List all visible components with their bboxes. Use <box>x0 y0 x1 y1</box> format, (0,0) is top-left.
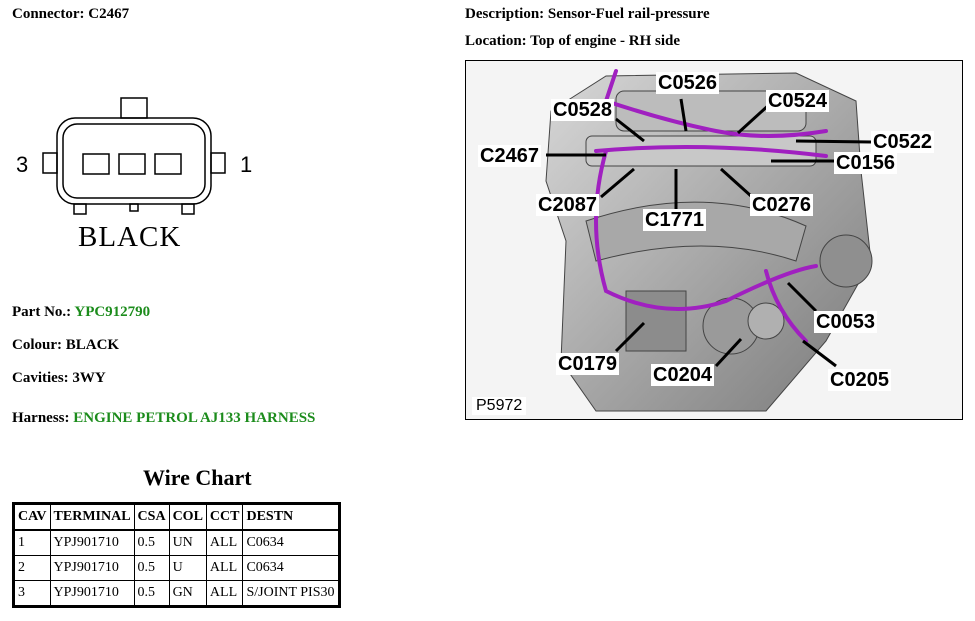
wire-chart-title: Wire Chart <box>143 465 252 490</box>
cell-cct: ALL <box>205 529 244 556</box>
part-number-link[interactable]: YPC912790 <box>74 304 151 320</box>
description-value: Sensor-Fuel rail-pressure <box>547 6 710 22</box>
callout-c2467: C2467 <box>478 145 541 167</box>
callout-c1771: C1771 <box>643 209 706 231</box>
cavities-line: Cavities: 3WY <box>12 370 106 387</box>
harness-line: Harness: ENGINE PETROL AJ133 HARNESS <box>12 410 315 427</box>
connector-face-drawing: 3 1 BLACK <box>10 95 270 260</box>
callout-c0204: C0204 <box>651 364 714 386</box>
table-row: 1 YPJ901710 0.5 UN ALL C0634 <box>13 529 340 556</box>
col-cav: CAV <box>13 503 51 531</box>
cell-destn: C0634 <box>242 529 340 556</box>
engine-location-figure: C0526 C0524 C0528 C0522 C2467 C0156 C208… <box>465 60 963 420</box>
cell-cav: 2 <box>13 555 51 581</box>
engine-illustration <box>545 69 873 412</box>
cell-csa: 0.5 <box>133 580 170 607</box>
colour-label: Colour: <box>12 337 62 353</box>
cell-destn: S/JOINT PIS30 <box>242 580 340 607</box>
cell-csa: 0.5 <box>133 555 170 581</box>
cell-col: GN <box>168 580 207 607</box>
callout-c0053: C0053 <box>814 311 877 333</box>
pin-3-label: 3 <box>16 152 29 177</box>
col-col: COL <box>168 503 207 531</box>
description-line: Description: Sensor-Fuel rail-pressure <box>465 6 710 23</box>
callout-c2087: C2087 <box>536 194 599 216</box>
callout-c0526: C0526 <box>656 72 719 94</box>
table-row: 3 YPJ901710 0.5 GN ALL S/JOINT PIS30 <box>13 580 340 607</box>
pin-1-label: 1 <box>240 152 253 177</box>
cell-destn: C0634 <box>242 555 340 581</box>
callout-c0179: C0179 <box>556 353 619 375</box>
table-row: 2 YPJ901710 0.5 U ALL C0634 <box>13 555 340 581</box>
cell-cav: 1 <box>13 529 51 556</box>
wire-chart-table: CAV TERMINAL CSA COL CCT DESTN 1 YPJ9017… <box>12 502 341 608</box>
connector-line: Connector: C2467 <box>12 6 129 23</box>
callout-c0524: C0524 <box>766 90 829 112</box>
cavities-value: 3WY <box>72 370 106 386</box>
cell-terminal: YPJ901710 <box>49 529 135 556</box>
connector-value: C2467 <box>88 6 130 22</box>
col-cct: CCT <box>205 503 244 531</box>
cell-csa: 0.5 <box>133 529 170 556</box>
location-value: Top of engine - RH side <box>530 33 681 49</box>
cell-cav: 3 <box>13 580 51 607</box>
connector-label: Connector: <box>12 6 85 22</box>
harness-label: Harness: <box>12 410 70 426</box>
cell-col: UN <box>168 529 207 556</box>
callout-c0528: C0528 <box>551 99 614 121</box>
colour-value: BLACK <box>65 337 120 353</box>
callout-c0522: C0522 <box>871 131 934 153</box>
cell-cct: ALL <box>205 580 244 607</box>
location-line: Location: Top of engine - RH side <box>465 33 680 50</box>
harness-link[interactable]: ENGINE PETROL AJ133 HARNESS <box>73 410 316 426</box>
col-csa: CSA <box>133 503 170 531</box>
table-header-row: CAV TERMINAL CSA COL CCT DESTN <box>13 503 340 531</box>
location-label: Location: <box>465 33 527 49</box>
description-label: Description: <box>465 6 545 22</box>
connector-color-text: BLACK <box>78 221 182 253</box>
figure-id: P5972 <box>472 397 527 415</box>
cell-col: U <box>168 555 207 581</box>
cell-terminal: YPJ901710 <box>49 555 135 581</box>
callout-c0276: C0276 <box>750 194 813 216</box>
col-terminal: TERMINAL <box>49 503 135 531</box>
cell-cct: ALL <box>205 555 244 581</box>
cavities-label: Cavities: <box>12 370 69 386</box>
callout-c0156: C0156 <box>834 152 897 174</box>
col-destn: DESTN <box>242 503 340 531</box>
cell-terminal: YPJ901710 <box>49 580 135 607</box>
colour-line: Colour: BLACK <box>12 337 119 354</box>
part-number-line: Part No.: YPC912790 <box>12 304 150 321</box>
part-number-label: Part No.: <box>12 304 72 320</box>
callout-c0205: C0205 <box>828 369 891 391</box>
